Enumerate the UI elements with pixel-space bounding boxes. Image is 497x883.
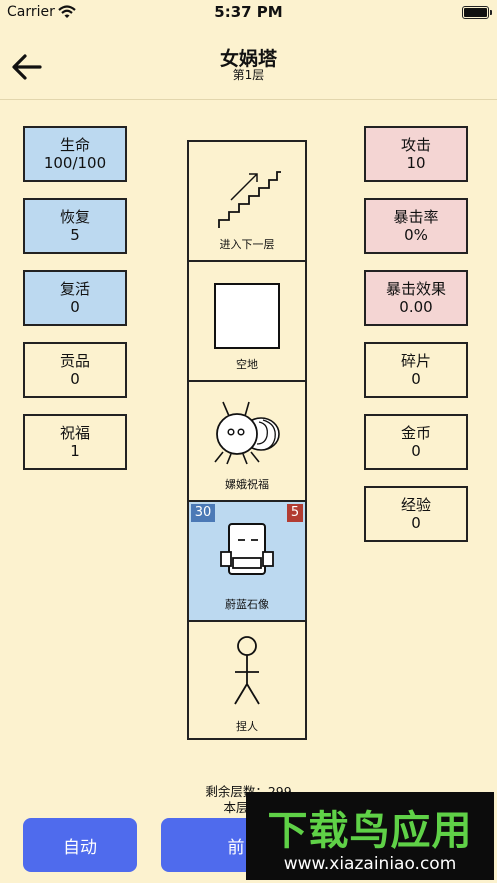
stat-value: 0 (70, 370, 80, 388)
cell-label: 进入下一层 (219, 238, 275, 251)
tower-cell-statue[interactable]: 30 5 蔚蓝石像 (189, 502, 305, 622)
stat-label: 经验 (400, 496, 431, 514)
tower-cell-next-floor[interactable]: 进入下一层 (189, 142, 305, 262)
enemy-attack-badge: 5 (287, 504, 303, 522)
stat-revive[interactable]: 复活 0 (23, 270, 127, 326)
watermark-logo-text: 下载鸟应用 (267, 808, 473, 854)
stat-value: 0.00 (399, 298, 433, 316)
stat-label: 攻击 (400, 136, 431, 154)
carrier-label: Carrier (7, 4, 55, 20)
auto-button[interactable]: 自动 (23, 818, 137, 872)
tower-cell-create-character[interactable]: 捏人 (189, 622, 305, 742)
cell-label: 捏人 (236, 720, 258, 733)
cell-label: 空地 (236, 358, 258, 371)
tower-cell-blessing[interactable]: 嫘娥祝福 (189, 382, 305, 502)
stat-fragments[interactable]: 碎片 0 (364, 342, 468, 398)
stat-value: 0% (404, 226, 428, 244)
watermark-url: www.xiazainiao.com (283, 854, 457, 874)
stat-blessing[interactable]: 祝福 1 (23, 414, 127, 470)
stat-crit-rate[interactable]: 暴击率 0% (364, 198, 468, 254)
stairs-icon (218, 171, 281, 228)
wifi-icon (58, 5, 76, 18)
stat-tribute[interactable]: 贡品 0 (23, 342, 127, 398)
stat-label: 碎片 (400, 352, 431, 370)
empty-square-icon (214, 283, 280, 349)
snail-creature-icon (214, 401, 280, 465)
floor-subtitle: 第1层 (232, 68, 265, 82)
stat-hp[interactable]: 生命 100/100 (23, 126, 127, 182)
robot-statue-icon (220, 523, 274, 575)
stat-label: 祝福 (59, 424, 90, 442)
tower-column: 进入下一层 空地 嫘娥祝福 30 5 蔚蓝石像 (187, 140, 307, 740)
clock: 5:37 PM (214, 3, 283, 21)
stat-value: 0 (70, 298, 80, 316)
stat-value: 0 (411, 514, 421, 532)
stat-label: 金币 (400, 424, 431, 442)
stat-label: 暴击率 (393, 208, 439, 226)
stat-label: 生命 (59, 136, 90, 154)
stat-value: 0 (411, 370, 421, 388)
stat-label: 暴击效果 (385, 280, 446, 298)
stat-regen[interactable]: 恢复 5 (23, 198, 127, 254)
tower-cell-empty[interactable]: 空地 (189, 262, 305, 382)
cell-label: 蔚蓝石像 (225, 598, 269, 611)
stat-value: 10 (406, 154, 426, 172)
status-bar: Carrier 5:37 PM (0, 0, 497, 26)
stat-experience[interactable]: 经验 0 (364, 486, 468, 542)
page-title: 女娲塔 (219, 48, 277, 70)
stat-crit-effect[interactable]: 暴击效果 0.00 (364, 270, 468, 326)
stat-attack[interactable]: 攻击 10 (364, 126, 468, 182)
stat-value: 5 (70, 226, 80, 244)
enemy-hp-badge: 30 (191, 504, 215, 522)
header-divider (0, 99, 497, 100)
stat-value: 1 (70, 442, 80, 460)
stick-figure-icon (234, 636, 260, 705)
back-arrow-icon[interactable] (10, 52, 44, 82)
stat-value: 100/100 (43, 154, 107, 172)
watermark-banner: 下载鸟应用 www.xiazainiao.com (246, 792, 494, 880)
stat-label: 恢复 (59, 208, 90, 226)
stat-gold[interactable]: 金币 0 (364, 414, 468, 470)
stat-value: 0 (411, 442, 421, 460)
stat-label: 贡品 (59, 352, 90, 370)
battery-icon (462, 6, 492, 19)
stat-label: 复活 (59, 280, 90, 298)
cell-label: 嫘娥祝福 (225, 478, 269, 491)
